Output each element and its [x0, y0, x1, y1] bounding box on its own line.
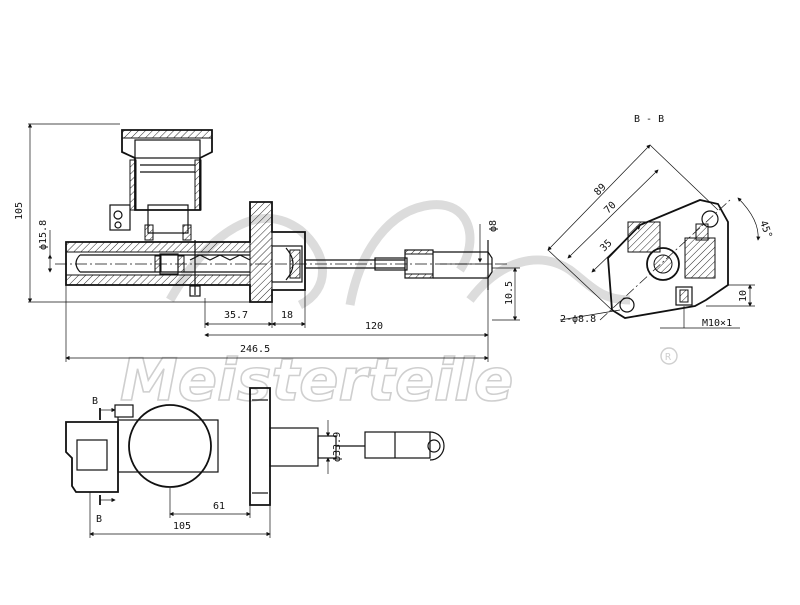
dim-105-top: 105 [89, 492, 271, 538]
watermark-brand: Meisterteile [120, 346, 513, 414]
registered-mark-circle [660, 347, 678, 365]
dim-18: 18 [271, 290, 306, 328]
cylinder-body [65, 201, 306, 303]
dim-18-label: 18 [281, 310, 293, 321]
dim-bore: ϕ15.8 [38, 220, 53, 273]
registered-mark: R [665, 352, 672, 363]
dim-rod-diameter: ϕ8 [477, 220, 499, 263]
dim-height-105: 105 [14, 123, 250, 303]
section-view: B - B 89 70 35 [547, 114, 774, 329]
overall-length: 246.5 [240, 344, 270, 355]
dim-246-5: 246.5 [65, 285, 489, 362]
section-centerline [599, 199, 731, 321]
dim-angle: 45° [737, 197, 774, 241]
angle-label: 45° [757, 219, 774, 240]
overall-height: 105 [14, 202, 25, 220]
dim-61: 61 [169, 488, 251, 518]
dim-holes: 2-ϕ8.8 [559, 309, 621, 325]
dim-105-label: 105 [173, 521, 191, 532]
rod-diameter: ϕ8 [488, 220, 499, 232]
section-label: B - B [634, 114, 664, 125]
side-view: 105 ϕ15.8 ϕ8 10.5 35.7 18 [14, 123, 520, 362]
dim-89-label: 89 [592, 182, 608, 198]
cut-mark-top: B [92, 396, 98, 407]
reservoir [121, 129, 213, 241]
dim-61-label: 61 [213, 501, 225, 512]
dim-120: 120 [204, 290, 489, 340]
bleed-fitting [109, 204, 131, 231]
dim-thread: M10×1 [660, 306, 740, 329]
dim-35-label: 35 [598, 238, 614, 254]
bore-diameter: ϕ15.8 [38, 220, 49, 250]
boss-diameter: ϕ33.9 [332, 432, 343, 462]
watermark: Meisterteile R [119, 200, 678, 415]
dim-70-label: 70 [602, 200, 618, 216]
offset-10-5: 10.5 [504, 281, 515, 305]
dim-70: 70 [567, 169, 659, 259]
dim-10-label: 10 [738, 290, 749, 302]
holes-label: 2-ϕ8.8 [560, 314, 596, 325]
thread-label: M10×1 [702, 318, 732, 329]
cut-mark-bottom: B [96, 514, 102, 525]
top-view: B B ϕ33.9 [65, 387, 445, 538]
dim-boss: ϕ33.9 [325, 420, 343, 474]
dim-120-label: 120 [365, 321, 383, 332]
dim-10: 10 [706, 284, 755, 307]
dim-35-7-label: 35.7 [224, 310, 248, 321]
dim-offset: 10.5 [492, 267, 520, 321]
cut-marks: B B [92, 396, 116, 525]
